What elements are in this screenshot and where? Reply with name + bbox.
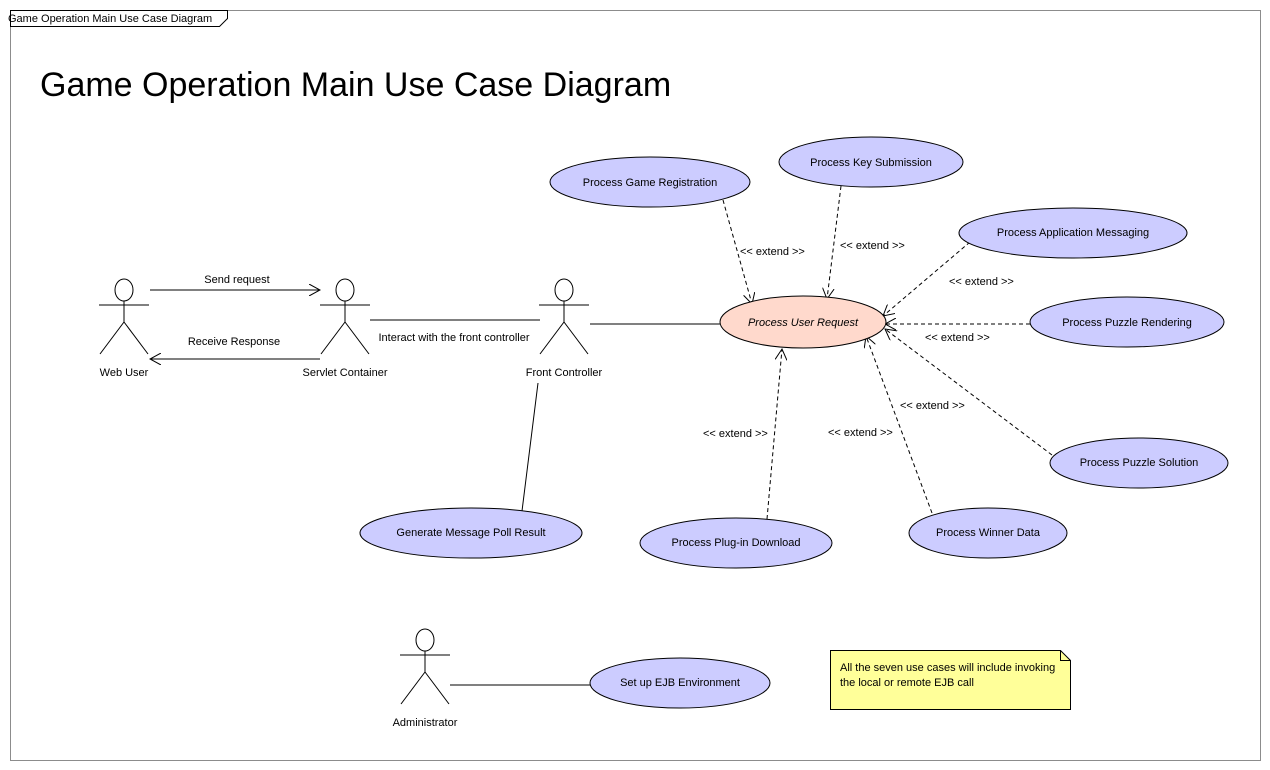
use-case-process-key-submission[interactable]: Process Key Submission	[778, 136, 964, 188]
extend-label: << extend >>	[949, 276, 1014, 288]
use-case-process-puzzle-solution[interactable]: Process Puzzle Solution	[1049, 437, 1229, 489]
use-case-process-puzzle-rendering[interactable]: Process Puzzle Rendering	[1029, 296, 1225, 348]
frame-tab-label: Game Operation Main Use Case Diagram	[8, 13, 212, 25]
diagram-frame	[10, 10, 1261, 761]
use-case-label: Process Game Registration	[583, 177, 718, 189]
use-case-label: Process Winner Data	[936, 527, 1041, 539]
actor-web-user[interactable]	[99, 278, 149, 355]
use-case-label: Process Puzzle Rendering	[1062, 317, 1192, 329]
receive-response-label: Receive Response	[188, 336, 280, 348]
actor-label-administrator: Administrator	[393, 717, 458, 729]
note[interactable]: All the seven use cases will include inv…	[830, 650, 1071, 710]
use-case-label: Process Puzzle Solution	[1080, 457, 1199, 469]
extend-label: << extend >>	[703, 428, 768, 440]
frame-tab	[10, 10, 228, 27]
extend-label: << extend >>	[925, 332, 990, 344]
note-line-2: the local or remote EJB call	[840, 677, 974, 689]
actor-administrator[interactable]	[400, 628, 450, 705]
send-request-label: Send request	[204, 274, 269, 286]
extend-key-submission	[827, 185, 842, 299]
use-case-label: Process Plug-in Download	[671, 537, 800, 549]
extend-label: << extend >>	[840, 240, 905, 252]
use-case-process-winner-data[interactable]: Process Winner Data	[908, 507, 1068, 559]
use-case-process-plugin-download[interactable]: Process Plug-in Download	[639, 517, 833, 569]
use-case-set-up-ejb-environment[interactable]: Set up EJB Environment	[589, 657, 771, 709]
use-case-label: Generate Message Poll Result	[396, 527, 545, 539]
extend-winner-data	[866, 336, 933, 514]
use-case-label: Process User Request	[748, 317, 859, 329]
extend-game-registration	[722, 199, 752, 304]
association-front-controller-poll-result	[521, 382, 539, 512]
use-case-process-user-request[interactable]: Process User Request	[719, 295, 887, 349]
actor-label-front-controller: Front Controller	[526, 367, 603, 379]
use-case-process-application-messaging[interactable]: Process Application Messaging	[958, 207, 1188, 259]
use-case-label: Process Key Submission	[810, 157, 932, 169]
extend-label: << extend >>	[900, 400, 965, 412]
actor-front-controller[interactable]	[539, 278, 589, 355]
extend-plugin-download	[766, 349, 782, 520]
actor-label-web-user: Web User	[100, 367, 149, 379]
interact-front-controller-label: Interact with the front controller	[378, 332, 529, 344]
use-case-label: Set up EJB Environment	[620, 677, 740, 689]
note-line-1: All the seven use cases will include inv…	[840, 662, 1055, 674]
extend-label: << extend >>	[740, 246, 805, 258]
extend-application-messaging	[883, 241, 971, 316]
extend-label: << extend >>	[828, 427, 893, 439]
use-case-generate-message-poll-result[interactable]: Generate Message Poll Result	[359, 507, 583, 559]
actor-label-servlet-container: Servlet Container	[303, 367, 388, 379]
use-case-label: Process Application Messaging	[997, 227, 1149, 239]
use-case-process-game-registration[interactable]: Process Game Registration	[549, 156, 751, 208]
actor-servlet-container[interactable]	[320, 278, 370, 355]
diagram-title: Game Operation Main Use Case Diagram	[40, 66, 671, 104]
